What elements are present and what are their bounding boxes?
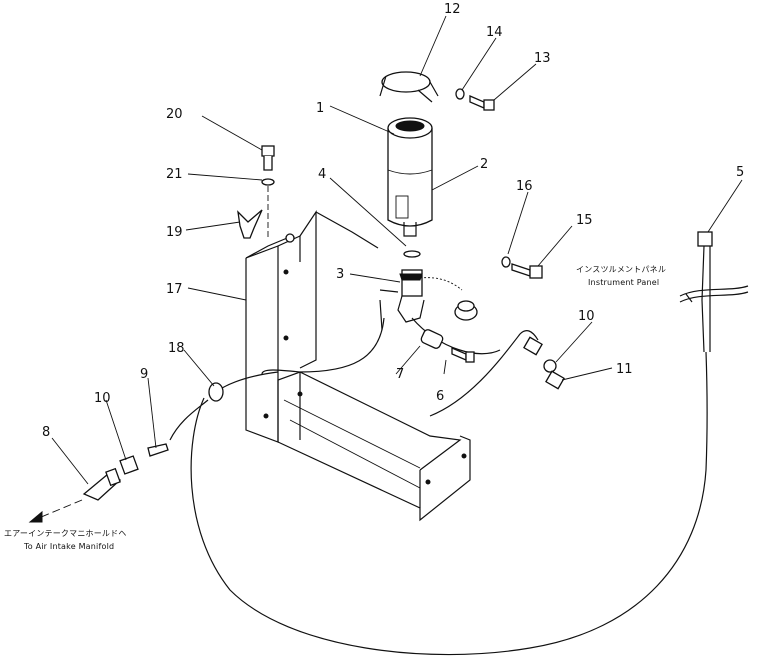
callout-19: 19 bbox=[166, 225, 183, 240]
callout-15: 15 bbox=[576, 213, 593, 228]
wing-nut bbox=[237, 209, 263, 239]
air-intake-en: To Air Intake Manifold bbox=[23, 542, 114, 551]
instrument-panel-jp: インスツルメントパネル bbox=[576, 265, 666, 274]
mounting-bracket bbox=[245, 210, 471, 522]
callout-21: 21 bbox=[166, 167, 183, 182]
callout-3: 3 bbox=[336, 267, 344, 282]
callout-5: 5 bbox=[736, 165, 744, 180]
nut-10 bbox=[119, 455, 139, 475]
leader-lines bbox=[51, 15, 743, 485]
pipe-9 bbox=[147, 443, 169, 457]
filter-element bbox=[387, 117, 433, 237]
gauge-sender bbox=[679, 231, 749, 353]
hose-to-11 bbox=[429, 330, 539, 417]
bolt bbox=[469, 95, 495, 111]
spacer-7 bbox=[420, 329, 444, 349]
callout-9: 9 bbox=[140, 367, 148, 382]
bolt-20 bbox=[261, 145, 275, 171]
instrument-panel-en: Instrument Panel bbox=[588, 278, 659, 287]
sensor-hose bbox=[261, 317, 385, 375]
callout-20: 20 bbox=[166, 107, 183, 122]
callout-12: 12 bbox=[444, 2, 461, 17]
callout-2: 2 bbox=[480, 157, 488, 172]
washer-16 bbox=[501, 256, 511, 268]
callout-11: 11 bbox=[616, 362, 633, 377]
fitting-11 bbox=[523, 336, 565, 390]
bolt-15 bbox=[511, 263, 543, 279]
callout-1: 1 bbox=[316, 101, 324, 116]
seal-ring bbox=[403, 250, 421, 258]
bolt-6 bbox=[451, 347, 475, 363]
air-intake-jp: エアーインテークマニホールドヘ bbox=[4, 529, 127, 538]
washer bbox=[455, 88, 465, 100]
callout-16: 16 bbox=[516, 179, 533, 194]
washer-21 bbox=[261, 178, 275, 186]
connector-8 bbox=[82, 467, 122, 501]
callout-17: 17 bbox=[166, 282, 183, 297]
clamp bbox=[379, 71, 439, 103]
callout-14: 14 bbox=[486, 25, 503, 40]
callout-18: 18 bbox=[168, 341, 185, 356]
callout-13: 13 bbox=[534, 51, 551, 66]
callout-10-right: 10 bbox=[578, 309, 595, 324]
callout-4: 4 bbox=[318, 167, 326, 182]
drain-hose bbox=[411, 317, 501, 355]
callout-6: 6 bbox=[436, 389, 444, 404]
hose-loop bbox=[190, 351, 708, 656]
callout-7: 7 bbox=[396, 367, 404, 382]
filter-head bbox=[379, 269, 478, 331]
callout-10-left: 10 bbox=[94, 391, 111, 406]
left-hose bbox=[169, 399, 209, 441]
callout-8: 8 bbox=[42, 425, 50, 440]
grommet bbox=[208, 371, 279, 402]
arrow-head bbox=[28, 510, 43, 523]
